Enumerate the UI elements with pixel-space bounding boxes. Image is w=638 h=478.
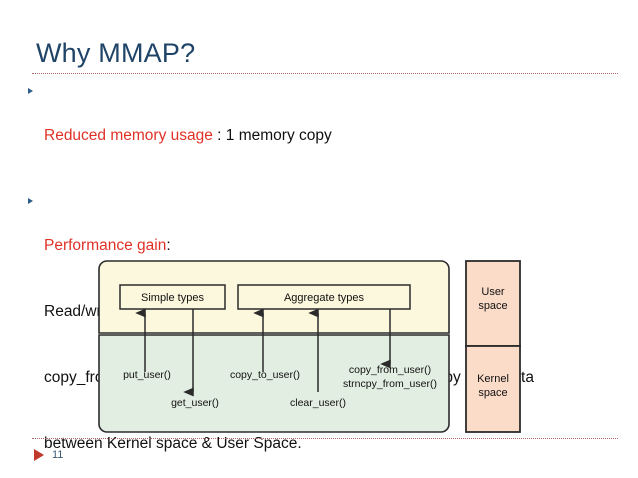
bullet-line: between Kernel space & User Space. bbox=[44, 435, 302, 452]
bullet-text: Performance gain: Read/write file operat… bbox=[44, 191, 622, 478]
bullet-rest: : bbox=[166, 237, 171, 254]
bullet-line: Reduced memory usage : 1 memory copy bbox=[44, 125, 622, 147]
page-number: 11 bbox=[52, 449, 64, 461]
bullet-line: Performance gain: bbox=[44, 235, 622, 257]
bullet-text: Reduced memory usage : 1 memory copy bbox=[44, 81, 622, 191]
triangle-bullet-icon bbox=[28, 88, 33, 94]
bullet-emphasis: Performance gain bbox=[44, 237, 167, 254]
footer-divider bbox=[32, 438, 618, 439]
list-item: Reduced memory usage : 1 memory copy bbox=[26, 81, 622, 191]
bullet-rest: : 1 memory copy bbox=[212, 127, 332, 144]
page-title: Why MMAP? bbox=[36, 38, 196, 68]
list-item: Performance gain: Read/write file operat… bbox=[26, 191, 622, 478]
bullet-emphasis: Reduced memory usage bbox=[44, 127, 213, 144]
title-divider bbox=[32, 73, 618, 74]
bullet-line: Read/write file operations & ioctl sysca… bbox=[44, 303, 379, 320]
footer-triangle-icon bbox=[34, 449, 44, 461]
bullet-list: Reduced memory usage : 1 memory copy Per… bbox=[26, 81, 622, 478]
bullet-line: copy_from_user/copy_to_user make too muc… bbox=[44, 369, 534, 386]
triangle-bullet-icon bbox=[28, 198, 33, 204]
